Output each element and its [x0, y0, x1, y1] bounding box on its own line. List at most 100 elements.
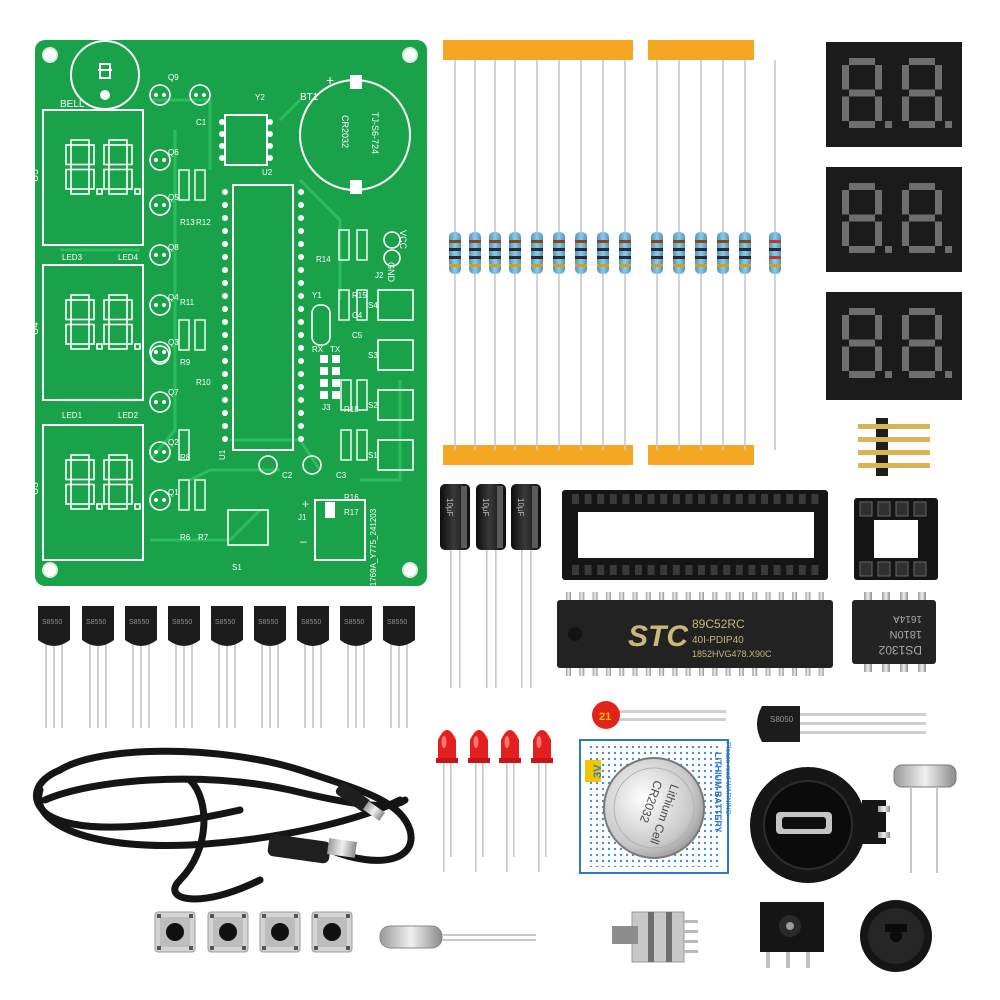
silk-y1: Y1 — [312, 291, 322, 300]
button-cap — [271, 923, 289, 941]
socket-hole — [710, 494, 718, 504]
pcb-switch-footprints — [227, 289, 414, 546]
transistor: S8550 — [340, 606, 372, 728]
transistor-body — [168, 606, 200, 646]
socket-hole — [584, 494, 592, 504]
led-lead — [545, 762, 547, 857]
led-body — [501, 730, 519, 762]
pin-header — [858, 418, 930, 476]
socket-hole — [761, 565, 768, 575]
segment — [65, 459, 72, 481]
segment — [849, 121, 875, 128]
display-digit — [842, 308, 892, 378]
transistor-lead — [226, 642, 228, 728]
display-digit — [902, 58, 952, 128]
resistor-band — [597, 256, 609, 259]
mcu-leg — [725, 592, 731, 602]
button-corner — [346, 914, 350, 918]
mcu-leg — [712, 592, 718, 602]
resistor-footprint — [356, 289, 368, 321]
segment — [108, 139, 128, 146]
mcu-leg — [605, 592, 611, 602]
transistor-lead — [312, 642, 314, 728]
led-highlight — [473, 736, 479, 748]
transistor-lead — [148, 642, 150, 728]
transistor-marking: S8550 — [215, 619, 235, 626]
pad — [154, 303, 158, 307]
segment — [935, 315, 942, 340]
segment — [108, 503, 128, 510]
resistor — [695, 60, 707, 450]
mcu-leg — [645, 592, 651, 602]
led-lead — [475, 762, 477, 872]
pad — [222, 280, 228, 286]
resistor-band — [597, 240, 609, 243]
button-corner — [157, 946, 161, 950]
resistor-body — [469, 232, 481, 274]
transistor-marking: S8550 — [42, 619, 62, 626]
pcb-bell-footprint — [70, 40, 140, 110]
mcu-line2: 40I-PDIP40 — [692, 635, 744, 646]
silk-u2: U2 — [262, 168, 273, 177]
segment — [909, 121, 935, 128]
red-led — [499, 730, 521, 872]
decimal-point — [945, 121, 952, 128]
resistor-body — [695, 232, 707, 274]
resistor-band — [553, 240, 565, 243]
segment — [902, 65, 909, 90]
pad — [298, 228, 304, 234]
transistor-marking: S8550 — [344, 619, 364, 626]
mcu-leg — [725, 666, 731, 676]
button-corner — [242, 946, 246, 950]
silk-u4: U4 — [30, 322, 41, 335]
segment — [103, 323, 110, 345]
display-module-1 — [826, 42, 962, 147]
pcb-board: BELL U5 U4 U3 LED3 LED4 LED1 LED2 BT1 + … — [30, 40, 427, 596]
silk-j1: J1 — [298, 513, 307, 522]
transistor-lead — [97, 642, 99, 728]
decimal-point — [96, 343, 103, 350]
transistor-body — [340, 606, 372, 646]
transistor-body — [254, 606, 286, 646]
socket-hole — [572, 494, 579, 504]
ic-socket-8pin — [854, 498, 938, 580]
segment — [849, 371, 875, 378]
display-module-3 — [826, 292, 962, 400]
mcu-leg — [632, 592, 638, 602]
segment — [65, 144, 72, 166]
coin-cell-warning: Please read WARNING — [724, 742, 731, 815]
resistor-band — [739, 264, 751, 267]
resistor-footprint — [356, 379, 368, 411]
transistor-lead — [347, 642, 349, 728]
pad — [222, 241, 228, 247]
transistor: S8550 — [168, 606, 200, 728]
red-leds — [436, 730, 553, 872]
segment — [126, 483, 133, 505]
resistor-footprint — [340, 429, 352, 461]
transistor-lead — [398, 642, 400, 728]
pad — [222, 371, 228, 377]
segment — [88, 144, 95, 166]
transistor-lead — [269, 642, 271, 728]
segment — [126, 459, 133, 481]
pad — [194, 93, 198, 97]
transistor-marking: S8550 — [86, 619, 106, 626]
decimal-point — [96, 188, 103, 195]
silk-u5: U5 — [30, 169, 41, 182]
resistor-band — [597, 248, 609, 251]
transistor-lead — [304, 642, 306, 728]
segment — [108, 478, 128, 486]
cap-lead — [495, 548, 497, 688]
led-lead — [443, 762, 445, 872]
pad — [154, 350, 158, 354]
pad — [162, 93, 166, 97]
silk-r18: R18 — [344, 405, 359, 414]
transistor: S8550 — [383, 606, 415, 728]
socket-hole — [698, 494, 705, 504]
transistor-footprint — [149, 194, 171, 216]
ic-socket-40pin — [562, 490, 828, 580]
segment — [902, 190, 909, 215]
transistor-lead — [261, 642, 263, 728]
segment — [935, 65, 942, 90]
